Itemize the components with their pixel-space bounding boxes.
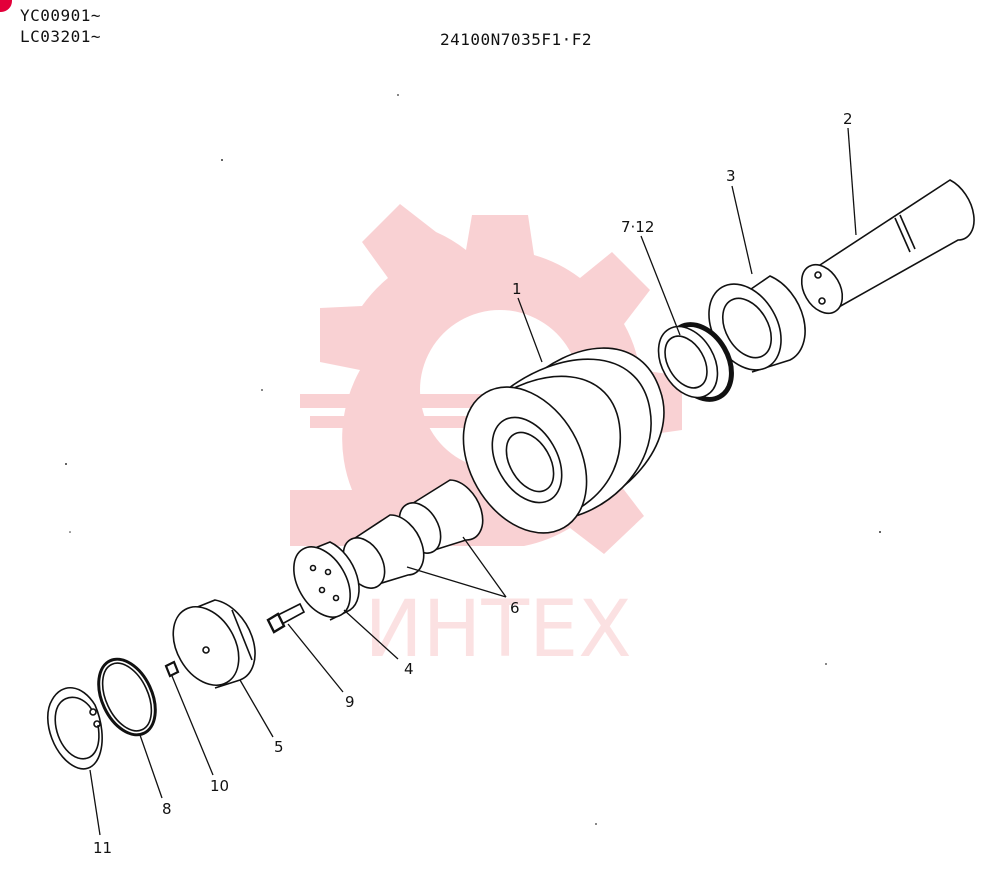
callout-2: 2 <box>843 110 853 128</box>
watermark-text: ИНТЕХ <box>364 585 631 675</box>
part-2-shaft <box>800 179 975 315</box>
callout-10: 10 <box>210 777 229 795</box>
part-6-bushing-a <box>398 479 484 554</box>
leader-lines <box>89 127 857 836</box>
callout-labels: 2 3 7·12 1 6 4 9 5 10 8 11 <box>93 110 853 857</box>
part-number-title: 24100N7035F1·F2 <box>440 30 592 49</box>
callout-4: 4 <box>404 660 414 678</box>
part-1-roller <box>462 347 665 534</box>
scan-specks <box>65 94 881 825</box>
callout-6: 6 <box>510 599 520 617</box>
callout-11: 11 <box>93 839 112 857</box>
serial-range-2: LC03201~ <box>20 27 102 46</box>
callout-1: 1 <box>512 280 522 298</box>
part-4-plate <box>293 541 360 621</box>
callout-5: 5 <box>274 738 284 756</box>
callout-3: 3 <box>726 167 736 185</box>
part-7-12-seal <box>657 322 734 402</box>
callout-8: 8 <box>162 800 172 818</box>
part-8-oring <box>97 657 157 737</box>
part-11-snap-ring <box>47 686 103 770</box>
part-10-plug <box>164 660 180 678</box>
callout-9: 9 <box>345 693 355 711</box>
part-5-cap <box>172 599 256 689</box>
serial-range-1: YC00901~ <box>20 6 102 25</box>
part-9-bolt <box>266 602 306 634</box>
callout-7-12: 7·12 <box>621 218 654 236</box>
